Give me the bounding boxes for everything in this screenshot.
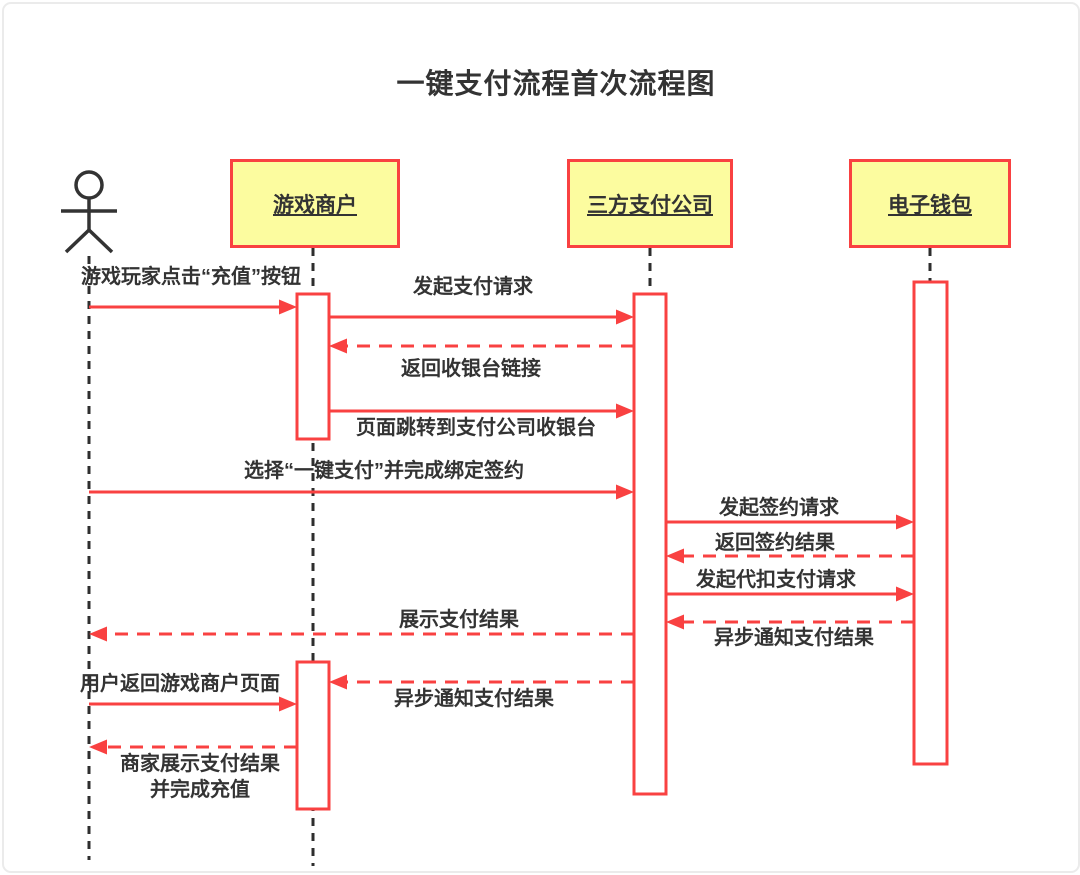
message-arrowhead-10 — [666, 614, 684, 630]
message-arrowhead-11 — [279, 696, 297, 712]
diagram-title: 一键支付流程首次流程图 — [396, 68, 716, 99]
message-arrowhead-9 — [89, 626, 107, 642]
user-actor-icon — [61, 170, 117, 254]
activation-bar-e-wallet-4 — [912, 280, 949, 766]
message-label-12: 异步通知支付结果 — [394, 688, 554, 710]
message-arrowhead-7 — [666, 548, 684, 564]
activation-bar-game-merchant-2 — [295, 660, 331, 811]
message-arrowhead-1 — [279, 299, 297, 315]
message-label-7: 返回签约结果 — [715, 532, 835, 554]
message-arrowhead-5 — [616, 484, 634, 500]
message-label-8: 发起代扣支付请求 — [696, 569, 856, 591]
message-arrowhead-12 — [329, 674, 347, 690]
sequence-diagram-svg — [61, 170, 949, 866]
stick-figure-head — [74, 170, 104, 200]
actor-box-e-wallet: 电子钱包 — [849, 159, 1011, 248]
activation-bar-payment-company-3 — [632, 292, 668, 796]
message-label-2: 发起支付请求 — [413, 276, 533, 298]
message-label-9: 展示支付结果 — [399, 609, 519, 631]
message-label-11: 用户返回游戏商户页面 — [80, 673, 280, 695]
stick-figure-right-leg — [87, 228, 114, 254]
activation-bar-game-merchant-1 — [295, 292, 331, 441]
message-label-6: 发起签约请求 — [719, 497, 839, 519]
actor-label-game-merchant: 游戏商户 — [273, 193, 357, 217]
actor-label-e-wallet: 电子钱包 — [888, 193, 972, 217]
message-arrowhead-6 — [896, 514, 914, 530]
actor-box-payment-company: 三方支付公司 — [567, 159, 733, 248]
actor-box-game-merchant: 游戏商户 — [230, 159, 400, 248]
message-arrowhead-3 — [329, 338, 347, 354]
message-label-4: 页面跳转到支付公司收银台 — [356, 417, 596, 439]
stick-figure-left-leg — [64, 228, 91, 254]
actor-label-payment-company: 三方支付公司 — [587, 193, 713, 217]
message-arrowhead-4 — [616, 403, 634, 419]
message-arrowhead-2 — [616, 309, 634, 325]
message-label-5: 选择“一键支付”并完成绑定签约 — [244, 460, 524, 482]
message-label-3: 返回收银台链接 — [401, 358, 541, 380]
message-label-1: 游戏玩家点击“充值”按钮 — [81, 266, 301, 288]
message-label-13: 商家展示支付结果 并完成充值 — [120, 753, 280, 801]
message-arrowhead-13 — [89, 739, 107, 755]
message-label-10: 异步通知支付结果 — [714, 627, 874, 649]
message-arrowhead-8 — [896, 586, 914, 602]
